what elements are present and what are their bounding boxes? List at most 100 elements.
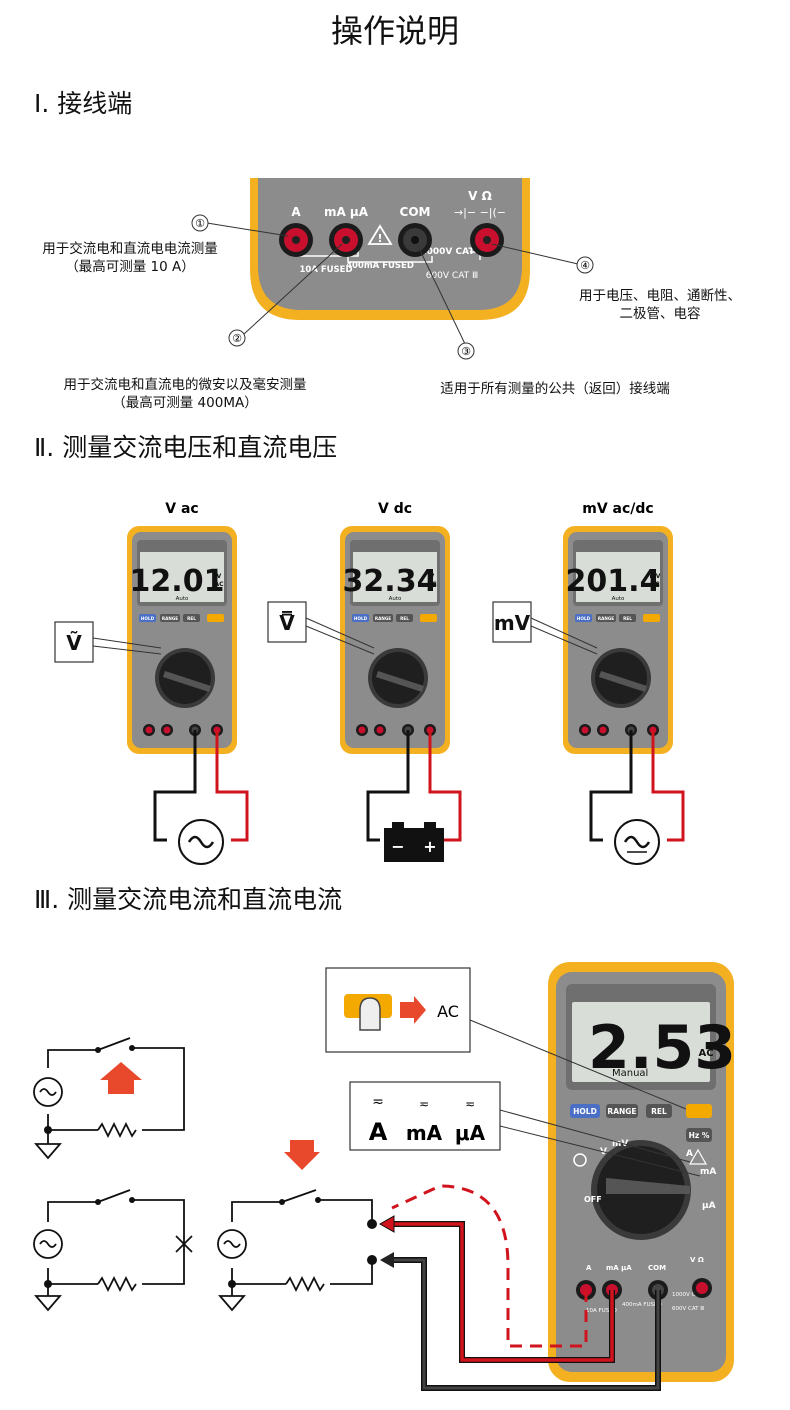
circuit-closed <box>33 1037 185 1160</box>
current-symbols-callout <box>349 1081 501 1151</box>
callout-2-num: ② <box>232 332 242 345</box>
svg-text:!: ! <box>377 232 382 245</box>
warning-icon <box>367 224 393 245</box>
meter-button[interactable] <box>619 614 636 622</box>
big-lcd-unit-top: AC <box>698 1048 713 1059</box>
rel-button[interactable] <box>646 1104 672 1118</box>
svg-text:OFF: OFF <box>584 1195 602 1204</box>
svg-text:REL: REL <box>187 616 196 621</box>
section3-heading: Ⅲ. 测量交流电流和直流电流 <box>34 885 343 914</box>
meter-button[interactable] <box>183 614 200 622</box>
terminal-label-v: V Ω <box>468 189 492 203</box>
svg-text:Hz %: Hz % <box>689 1131 710 1140</box>
svg-text:600V CAT Ⅲ: 600V CAT Ⅲ <box>672 1306 704 1312</box>
svg-text:mV: mV <box>650 573 661 580</box>
svg-text:400mA FUSED: 400mA FUSED <box>622 1302 662 1308</box>
svg-text:V Ω: V Ω <box>690 1256 704 1264</box>
mode-symbol-1: Ṽ <box>66 631 82 655</box>
svg-text:Auto: Auto <box>176 596 189 602</box>
svg-text:A: A <box>686 1149 693 1159</box>
hz-button[interactable] <box>686 1128 712 1142</box>
lcd-reading-1: 12.01 <box>130 564 225 599</box>
meter-title-2: V dc <box>378 501 412 517</box>
finger-press-icon <box>359 997 381 1031</box>
callout-2-text: 用于交流电和直流电的微安以及毫安测量 （最高可测量 400MA） <box>63 377 307 411</box>
meter-button[interactable] <box>139 614 156 622</box>
warning-icon <box>688 1148 708 1165</box>
big-lcd <box>572 1002 710 1082</box>
big-multimeter: Manual 2.53 AC A HOLD RANGE REL Hz % V m… <box>548 962 736 1382</box>
ma-symbol: mA <box>406 1121 443 1145</box>
big-lcd-unit-bottom: A <box>702 1060 710 1071</box>
svg-text:RANGE: RANGE <box>162 616 178 621</box>
svg-text:RANGE: RANGE <box>375 616 391 621</box>
a-symbol: A <box>369 1118 388 1146</box>
meter-button[interactable] <box>207 614 224 622</box>
svg-text:mA μA: mA μA <box>606 1264 632 1272</box>
svg-text:≂: ≂ <box>465 1097 475 1111</box>
meter-button[interactable] <box>575 614 592 622</box>
lcd-1 <box>140 552 224 602</box>
circuit-measurement <box>217 1189 373 1312</box>
terminal-label-a: A <box>291 205 301 219</box>
backlight-icon <box>573 1153 587 1167</box>
range-button[interactable] <box>606 1104 638 1118</box>
svg-text:≂: ≂ <box>372 1094 384 1110</box>
callout-3-num: ③ <box>461 345 471 358</box>
meter-button[interactable] <box>352 614 369 622</box>
svg-text:1000V CAT Ⅱ: 1000V CAT Ⅱ <box>672 1292 707 1298</box>
terminal-a <box>279 223 313 257</box>
terminal-com <box>398 223 432 257</box>
arrow-down-icon <box>284 1140 320 1170</box>
hold-button[interactable] <box>570 1104 600 1118</box>
callout-4-num: ④ <box>580 259 590 272</box>
lcd-reading-2: 32.34 <box>343 564 438 599</box>
terminal-diagram: ! A mA μA COM V Ω →|− −|(− 10A FUSED 400… <box>191 178 594 360</box>
svg-text:REL: REL <box>400 616 409 621</box>
arrow-right-icon <box>400 996 426 1024</box>
callout-4-text: 用于电压、电阻、通断性、 二极管、电容 <box>579 288 741 322</box>
mode-symbol-3: mV <box>494 611 531 635</box>
big-lcd-reading: 2.53 <box>588 1013 736 1083</box>
callout-3-text: 适用于所有测量的公共（返回）接线端 <box>440 381 670 397</box>
svg-text:mA: mA <box>700 1167 716 1177</box>
svg-text:COM: COM <box>648 1264 666 1272</box>
svg-text:V: V <box>430 573 435 580</box>
terminal-label-ma: mA μA <box>324 205 369 219</box>
mode-symbol-box-2 <box>267 601 307 643</box>
meter-button[interactable] <box>396 614 413 622</box>
yellow-button[interactable] <box>686 1104 712 1118</box>
section1-heading: Ⅰ. 接线端 <box>34 89 133 118</box>
callout-1-text: 用于交流电和直流电电流测量 （最高可测量 10 A） <box>42 241 218 275</box>
svg-text:RANGE: RANGE <box>607 1107 636 1116</box>
meter-title-3: mV ac/dc <box>582 501 653 517</box>
svg-text:HOLD: HOLD <box>573 1107 597 1116</box>
mode-symbol-box-1 <box>54 621 94 663</box>
lcd-3 <box>576 552 660 602</box>
svg-text:mV: mV <box>612 1139 628 1149</box>
svg-text:−: − <box>391 837 404 856</box>
page-title: 操作说明 <box>330 12 459 50</box>
meter-button[interactable] <box>596 614 616 622</box>
svg-text:DC: DC <box>650 581 660 588</box>
meter-button[interactable] <box>373 614 393 622</box>
meter-button[interactable] <box>420 614 437 622</box>
callout-1-num: ① <box>195 217 205 230</box>
arrow-up-icon <box>100 1062 142 1094</box>
mode-symbol-box-3 <box>492 601 532 643</box>
cat2-label: 1000V CAT Ⅱ <box>420 247 483 257</box>
meter-button[interactable] <box>160 614 180 622</box>
svg-text:RANGE: RANGE <box>598 616 614 621</box>
terminal-label-com: COM <box>400 205 431 219</box>
section2-heading: Ⅱ. 测量交流电压和直流电压 <box>34 433 338 462</box>
diode-capacitor-icon: →|− −|(− <box>454 206 506 219</box>
terminal-v <box>470 223 504 257</box>
svg-text:≂: ≂ <box>419 1097 429 1111</box>
mode-symbol-2: V̿ <box>279 611 295 635</box>
meter-button[interactable] <box>643 614 660 622</box>
svg-text:HOLD: HOLD <box>141 616 155 621</box>
svg-text:HOLD: HOLD <box>354 616 368 621</box>
